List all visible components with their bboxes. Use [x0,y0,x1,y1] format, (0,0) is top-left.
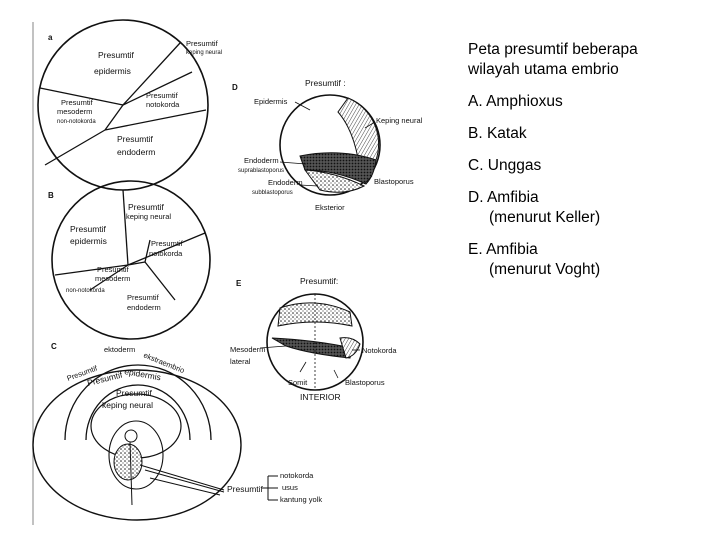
panel-a-notokorda-label: Presumtif [146,91,179,100]
caption-item-d-note: (menurut Keller) [489,209,601,226]
panel-a-notokorda-label-2: notokorda [146,100,180,109]
panel-c-mid-arc [64,364,212,441]
panel-e-presumtif-label: Presumtif: [300,276,338,286]
panel-c-usus-label: usus [282,483,298,492]
caption-item-b: B. Katak [468,125,527,142]
panel-e-notokorda-region [339,337,361,359]
panel-d-presumtif-label: Presumtif : [305,78,346,88]
panel-e-mesoderm-label: Mesoderm [230,345,265,354]
panel-e-leaders [259,345,360,379]
panel-b-notokorda-label: Presumtif [151,239,184,248]
panel-d-endoderm-label-2: suprablastoporus [238,168,284,174]
caption-item-e: E. Amfibia [468,241,538,258]
panel-c-notokorda-label: notokorda [280,471,314,480]
panel-c-inner-oval [108,420,164,490]
panel-d-neural-region [337,97,380,161]
panel-a-mesoderm-label-2: mesoderm [57,107,92,116]
panel-c-leader-lines [139,464,225,496]
panel-b: B Presumtif keping neural Presumtif epid… [48,180,211,340]
panel-b-circle [51,180,211,340]
panel-e-blastoporus-label: Blastoporus [345,378,385,387]
panel-a-neural-label: Presumtif [186,39,219,48]
panel-a-endoderm-label-2: endoderm [117,147,155,157]
panel-a-endoderm-label: Presumtif [117,134,154,144]
panel-a-boundaries [39,42,207,166]
panel-e-letter: E [236,279,242,288]
panel-a-neural-label-2: keping neural [186,50,222,56]
panel-c-inner-arc [85,384,191,441]
panel-c-neural-label-2: keping neural [102,400,153,410]
panel-b-mesoderm-label: Presumtif [97,265,130,274]
panel-d-eksterior-label: Eksterior [315,203,345,212]
panel-c-neural-label: Presumtif [116,388,153,398]
panel-a-mesoderm-label-3: non-notokorda [57,119,96,125]
caption-item-e-note: (menurut Voght) [489,261,601,278]
panel-c-bracket [262,475,278,501]
panel-b-endoderm-label-2: endoderm [127,303,161,312]
panel-b-neural-label: Presumtif [128,202,165,212]
panel-c-outer-ring [32,369,242,521]
panel-c-epidermis-label: epidermis [124,366,162,382]
panel-e-interior-label: INTERIOR [300,392,341,402]
panel-a: a Presumtif epidermis Presumtif keping n… [37,19,222,191]
panel-c-ektoderm-label: ektoderm [104,345,135,354]
panel-a-letter: a [48,33,53,42]
panel-c-kantung-yolk-label: kantung yolk [280,495,322,504]
panel-c-cells [113,443,143,481]
panel-c-axis [129,441,133,506]
panel-d-leaders [279,101,376,187]
panel-b-neural-label-2: keping neural [126,212,171,221]
panel-e: E Presumtif: Mesoderm lateral Notokorda … [230,276,397,402]
panel-b-endoderm-label: Presumtif [127,293,160,302]
panel-e-mesoderm-label-2: lateral [230,357,251,366]
panel-d-mesoderm-region [299,152,377,185]
panel-d-endoderm-label-3: Endoderm [268,178,303,187]
caption-title-line1: Peta presumtif beberapa [468,41,638,58]
panel-d-endoderm-region [303,169,366,193]
panel-a-epidermis-label: Presumtif [98,50,135,60]
panel-b-boundaries [54,189,206,301]
panel-d-endoderm-label-4: subblastoporus [252,190,293,196]
panel-e-mesoderm-region [271,337,353,359]
panel-a-epidermis-label-2: epidermis [94,66,131,76]
caption-title-line2: wilayah utama embrio [468,61,619,78]
panel-b-mesoderm-label-2: mesoderm [95,274,130,283]
caption-item-c: C. Unggas [468,157,542,174]
panel-d-blastoporus-label: Blastoporus [374,177,414,186]
panel-c-letter: C [51,342,57,351]
panel-e-somit-label: Somit [288,378,308,387]
panel-d-letter: D [232,83,238,92]
panel-c-node [124,429,138,443]
panel-b-epidermis-label-2: epidermis [70,236,107,246]
embryo-fate-map-figure: a Presumtif epidermis Presumtif keping n… [32,19,423,525]
panel-d-endoderm-label: Endoderm [244,156,279,165]
panel-b-letter: B [48,191,54,200]
panel-d-keping-neural-label: Keping neural [376,116,423,125]
panel-e-notokorda-label: Notokorda [362,346,397,355]
caption: Peta presumtif beberapa wilayah utama em… [468,40,713,280]
panel-b-mesoderm-label-3: non-notokorda [66,288,105,294]
caption-item-d: D. Amfibia [468,189,539,206]
panel-d-epidermis-label: Epidermis [254,97,288,106]
caption-item-a: A. Amphioxus [468,93,563,110]
panel-b-epidermis-label: Presumtif [70,224,107,234]
panel-b-notokorda-label-2: notokorda [149,249,183,258]
panel-d: D Presumtif : Epidermis Keping neural En… [232,78,423,212]
panel-c-presumtif-bottom-label: Presumtif [227,484,264,494]
panel-a-mesoderm-label: Presumtif [61,98,94,107]
